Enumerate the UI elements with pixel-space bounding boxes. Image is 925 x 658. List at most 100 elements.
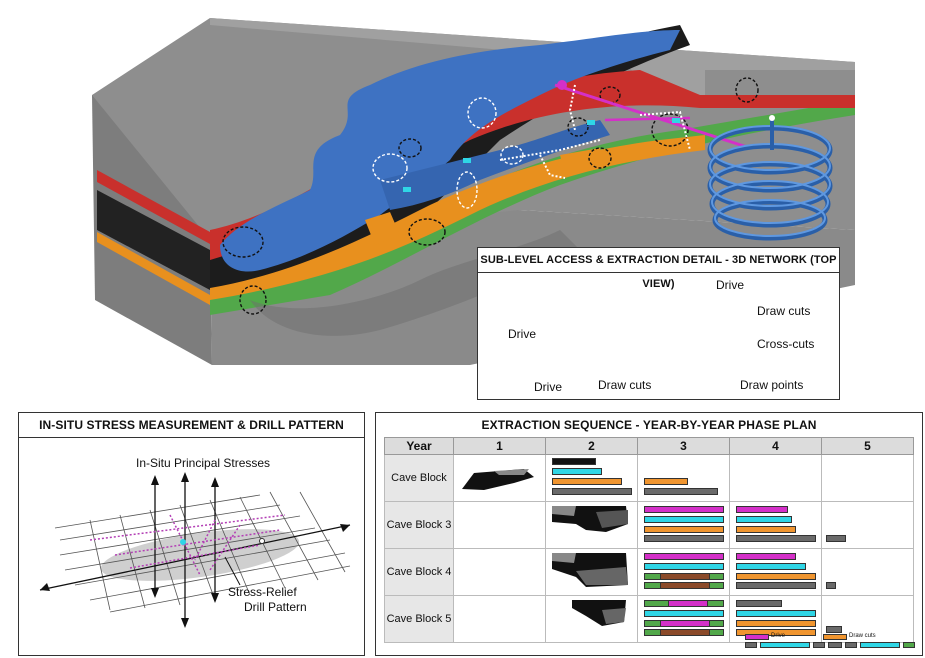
survey-marker: [456, 171, 478, 209]
legend-swatch: [845, 642, 857, 648]
cell: [545, 548, 638, 596]
label-drive-left: Drive: [508, 327, 537, 341]
survey-marker: [599, 86, 621, 104]
cave-shape: [572, 600, 626, 626]
survey-marker: [372, 153, 408, 183]
drive-node: [557, 80, 567, 90]
legend-swatch: [745, 642, 757, 648]
cell: [637, 454, 730, 502]
ramp-portal: [769, 115, 775, 121]
label-drive-bottom: Drive: [534, 380, 563, 394]
row-label: Cave Block: [384, 454, 454, 502]
cave-shape: [552, 553, 628, 587]
stress-zone: [100, 529, 300, 581]
header-year-1: 1: [453, 437, 546, 455]
orange-block: [365, 212, 400, 245]
grid: [54, 491, 351, 613]
survey-marker: [588, 147, 612, 169]
sequence-table: Year 1 2 3 4 5 Cave Block Cave Block 3: [384, 437, 914, 643]
cell: [729, 548, 822, 596]
survey-marker: [222, 226, 264, 258]
stress-node: [259, 538, 265, 544]
cell: [453, 595, 546, 643]
orange-layer: [210, 135, 705, 300]
legend-swatch: [813, 642, 825, 648]
stress-graphic: [39, 472, 351, 628]
survey-marker: [239, 285, 267, 315]
principal-stress-label: In-Situ Principal Stresses: [136, 456, 271, 470]
survey-marker: [398, 138, 422, 158]
cyan-marker: [672, 118, 680, 123]
label-draw-cuts-right: Draw cuts: [757, 304, 811, 318]
cell: [545, 454, 638, 502]
legend-swatch: [903, 642, 915, 648]
label-drive-top: Drive: [716, 278, 745, 292]
stress-center: [180, 539, 186, 545]
cell: [453, 454, 546, 502]
stress-panel-title: IN-SITU STRESS MEASUREMENT & DRILL PATTE…: [19, 413, 364, 438]
label-draw-points: Draw points: [740, 378, 804, 392]
cell: [453, 548, 546, 596]
header-year-5: 5: [821, 437, 914, 455]
front-red-layer: [97, 170, 210, 244]
label-draw-cuts-bottom: Draw cuts: [598, 378, 652, 392]
red-layer: [210, 70, 855, 260]
draw-cut-dotted: [539, 154, 566, 179]
header-year-2: 2: [545, 437, 638, 455]
row-label: Cave Block 5: [384, 595, 454, 643]
sequence-header-row: Year 1 2 3 4 5: [384, 437, 914, 455]
drill-pattern-label-2: Drill Pattern: [244, 600, 307, 614]
legend-swatch: [860, 642, 900, 648]
cell: [637, 595, 730, 643]
cave-shape: [552, 506, 628, 532]
legend-drawcuts-label: Draw cuts: [849, 633, 876, 639]
cave-shape: [462, 469, 534, 490]
legend-swatch: [760, 642, 810, 648]
stress-panel: IN-SITU STRESS MEASUREMENT & DRILL PATTE…: [18, 412, 365, 656]
detail-panel-title: SUB-LEVEL ACCESS & EXTRACTION DETAIL - 3…: [478, 248, 839, 290]
cell: [821, 501, 914, 549]
front-black-layer: [97, 190, 210, 290]
cell: [545, 501, 638, 549]
survey-marker: [651, 113, 689, 147]
cyan-marker: [463, 158, 471, 163]
cell: [637, 501, 730, 549]
survey-marker: [567, 117, 589, 137]
drill-leader: [224, 556, 241, 586]
cell: [821, 454, 914, 502]
block-back-top: [210, 18, 855, 95]
cyan-marker: [587, 120, 595, 125]
cell: [729, 595, 822, 643]
sequence-panel-title: EXTRACTION SEQUENCE - YEAR-BY-YEAR PHASE…: [376, 413, 922, 437]
table-row: Cave Block: [384, 454, 914, 502]
header-year-4: 4: [729, 437, 822, 455]
cell: [821, 548, 914, 596]
drill-pattern-label-1: Stress-Relief: [228, 585, 297, 599]
label-cross-cuts: Cross-cuts: [757, 337, 815, 351]
cell: [729, 501, 822, 549]
cell: [545, 595, 638, 643]
row-label: Cave Block 4: [384, 548, 454, 596]
draw-cut-dotted: [568, 84, 576, 131]
legend-drive-swatch: [745, 634, 769, 640]
table-row: Cave Block 4: [384, 548, 914, 596]
cell: [729, 454, 822, 502]
draw-cut-dotted: [639, 110, 691, 151]
green-layer: [210, 100, 855, 315]
blue-ore-lower: [380, 120, 610, 210]
detail-panel: SUB-LEVEL ACCESS & EXTRACTION DETAIL - 3…: [477, 247, 840, 400]
legend-drive-label: Drive: [771, 633, 786, 639]
survey-marker: [500, 145, 524, 165]
survey-marker: [467, 97, 497, 129]
front-orange-layer: [97, 232, 210, 305]
orange-block2: [560, 148, 605, 175]
draw-cut-dotted: [499, 139, 601, 161]
survey-marker: [408, 218, 446, 246]
cell: [453, 501, 546, 549]
survey-marker: [735, 77, 759, 103]
header-year: Year: [384, 437, 454, 455]
row-label: Cave Block 3: [384, 501, 454, 549]
cell: [637, 548, 730, 596]
table-row: Cave Block 5: [384, 595, 914, 643]
legend-swatch: [828, 642, 842, 648]
